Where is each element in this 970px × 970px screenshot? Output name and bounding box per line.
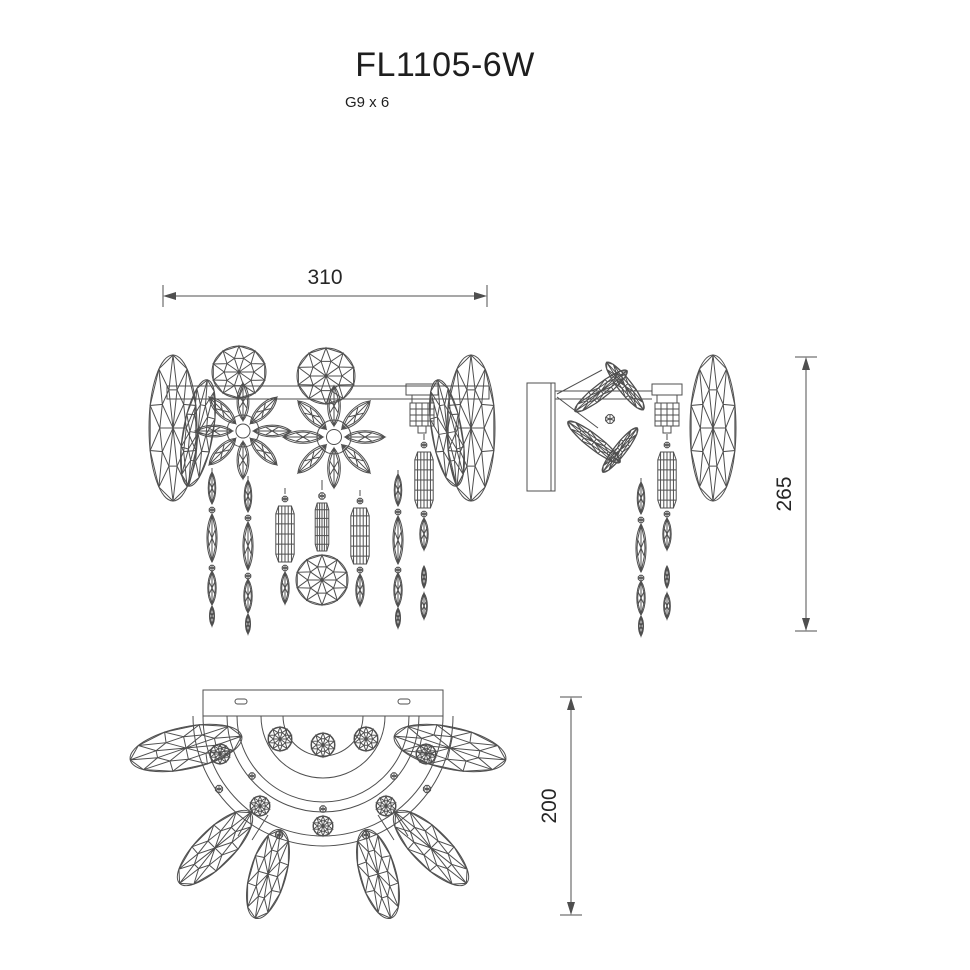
crystal-disc-small (311, 733, 335, 757)
hub-bead (606, 415, 615, 424)
screw-slot (234, 698, 248, 705)
screw-slot (397, 698, 411, 705)
bottom-view (126, 690, 510, 923)
ring-crystal (250, 796, 270, 816)
pendant-chain (636, 478, 646, 636)
arrow-up (802, 357, 810, 370)
bulb-holder-side (651, 383, 683, 434)
crystal-edge (598, 424, 642, 476)
pendant-chain (351, 490, 369, 606)
bracket-lines (237, 809, 409, 841)
dim-depth: 200 (538, 696, 582, 916)
crystal-oval (390, 716, 510, 781)
ring-bead (391, 773, 397, 779)
arrow-left (163, 292, 176, 300)
arrow-up (567, 697, 575, 710)
crystal-oval (348, 825, 408, 923)
bulb-holder-front (405, 383, 439, 434)
ring-bead (215, 785, 222, 792)
bracket-arm (555, 390, 652, 400)
pendant-chain (393, 470, 403, 628)
dim-width: 310 (162, 266, 488, 307)
arrow-right (474, 292, 487, 300)
width-dimension-label: 310 (307, 266, 342, 289)
crystal-flower (195, 383, 291, 479)
depth-dimension-label: 200 (538, 788, 561, 823)
crystal-disc-small (354, 727, 378, 751)
center-disc-chain (296, 480, 348, 605)
arrow-down (567, 902, 575, 915)
mounting-plate-bottom (202, 689, 444, 717)
holder-chain-front (415, 434, 433, 619)
crystal-oval (690, 355, 736, 501)
ring-crystal (313, 816, 333, 836)
ring-crystal (376, 796, 396, 816)
crystal-oval (238, 825, 298, 923)
crystal-disc-small (268, 727, 292, 751)
crystal-flower (283, 386, 385, 488)
height-dimension-label: 265 (773, 476, 796, 511)
side-view (526, 355, 736, 636)
ring-bead (320, 806, 326, 812)
pendant-chain (243, 476, 253, 634)
product-title: FL1105-6W (355, 46, 535, 84)
arrow-down (802, 618, 810, 631)
ring-bead (249, 773, 255, 779)
crystal-oval (149, 355, 197, 501)
bulb-spec-label: G9 x 6 (345, 94, 390, 111)
holder-chain-side (658, 434, 676, 619)
dim-height: 265 (773, 356, 817, 632)
crystal-disc (297, 348, 355, 404)
front-view (149, 346, 495, 634)
ring-bead (423, 785, 430, 792)
pendant-chain (207, 468, 217, 626)
pendant-chain (276, 488, 294, 604)
wall-plate-side (526, 382, 556, 492)
